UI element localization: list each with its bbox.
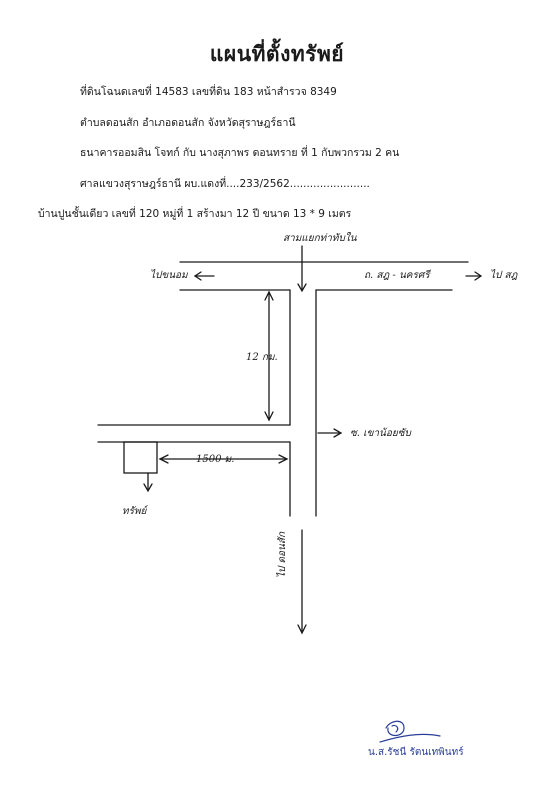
to-bottom-label: ไป ดอนสัก bbox=[277, 531, 288, 578]
location-line: ตำบลดอนสัก อำเภอดอนสัก จังหวัดสุราษฎร์ธา… bbox=[80, 117, 296, 129]
property-arrowhead bbox=[143, 483, 153, 493]
distance-vertical-bottom-arrowhead bbox=[264, 411, 274, 422]
side-road-arrowhead bbox=[333, 428, 343, 438]
distance-horizontal-label: 1500 ม. bbox=[196, 454, 235, 465]
to-right-label: ไป สฎ bbox=[490, 270, 518, 281]
to-bottom-arrowhead bbox=[297, 624, 307, 635]
side-road-label: ซ. เขาน้อยซับ bbox=[350, 428, 411, 439]
distance-vertical-top-arrowhead bbox=[264, 290, 274, 301]
junction-arrowhead bbox=[297, 283, 307, 293]
distance-horizontal-left-arrowhead bbox=[158, 454, 169, 464]
to-right-arrowhead bbox=[474, 271, 483, 281]
distance-horizontal-right-arrowhead bbox=[278, 454, 289, 464]
court-line: ศาลแขวงสุราษฎร์ธานี ผบ.แดงที่....233/256… bbox=[80, 178, 370, 190]
parties-line: ธนาคารออมสิน โจทก์ กับ นางสุภาพร ดอนทราย… bbox=[80, 147, 400, 159]
junction-label: สามแยกท่าทับใน bbox=[283, 233, 357, 244]
deed-line: ที่ดินโฉนดเลขที่ 14583 เลขที่ดิน 183 หน้… bbox=[80, 86, 337, 98]
to-left-arrowhead bbox=[193, 271, 202, 281]
signature-name: น.ส.รัชนี รัตนเทพินทร์ bbox=[368, 747, 464, 758]
property-box bbox=[123, 441, 158, 474]
property-label: ทรัพย์ bbox=[122, 506, 147, 517]
distance-vertical-label: 12 กม. bbox=[246, 352, 278, 363]
house-line: บ้านปูนชั้นเดียว เลขที่ 120 หมู่ที่ 1 สร… bbox=[38, 208, 352, 220]
signature-scribble bbox=[379, 720, 441, 743]
to-left-label: ไปขนอม bbox=[150, 270, 188, 281]
page-title: แผนที่ตั้งทรัพย์ bbox=[209, 42, 345, 66]
highway-name-label: ถ. สฎ - นครศรี bbox=[364, 270, 430, 281]
